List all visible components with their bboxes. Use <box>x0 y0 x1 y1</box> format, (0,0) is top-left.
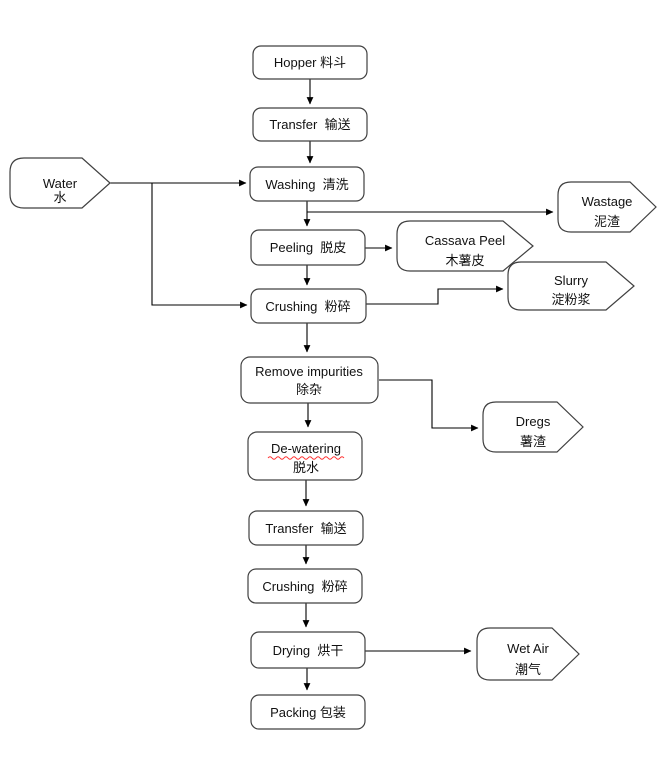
water-label-en: Water <box>43 176 78 191</box>
drying-box <box>250 631 366 669</box>
node-packing: Packing 包装 <box>250 694 366 730</box>
packing-label: Packing 包装 <box>270 705 346 720</box>
arrow-crushing1-to-slurry <box>366 285 504 305</box>
wet-air-hexagon <box>476 627 580 681</box>
transfer1-label: Transfer 输送 <box>269 117 350 132</box>
transfer2-box <box>248 510 364 546</box>
crushing1-label: Crushing 粉碎 <box>265 299 350 314</box>
cassava-peel-hexagon <box>396 220 534 272</box>
node-hopper: Hopper 料斗 <box>252 45 368 80</box>
node-dregs: Dregs 薯渣 <box>482 401 584 453</box>
packing-box <box>250 694 366 730</box>
dewatering-label-cn: 脱水 <box>293 460 319 475</box>
node-cassava-peel: Cassava Peel 木薯皮 <box>396 220 534 272</box>
slurry-hexagon <box>507 261 635 311</box>
dregs-label-cn: 薯渣 <box>520 434 546 449</box>
crushing2-box <box>247 568 363 604</box>
wastage-label-en: Wastage <box>582 194 633 209</box>
node-wastage: Wastage 泥渣 <box>557 181 657 233</box>
node-water: Water 水 <box>9 157 111 209</box>
wastage-label-cn: 泥渣 <box>594 214 620 229</box>
wastage-hexagon <box>557 181 657 233</box>
hopper-label: Hopper 料斗 <box>274 55 346 70</box>
node-dewatering: De-watering 脱水 <box>247 431 363 481</box>
wet-air-label-cn: 潮气 <box>515 662 541 677</box>
washing-box <box>249 166 365 202</box>
arrow-water-to-crushing1 <box>151 183 248 309</box>
slurry-label-en: Slurry <box>554 273 588 288</box>
slurry-label-cn: 淀粉浆 <box>551 292 590 307</box>
peeling-label: Peeling 脱皮 <box>270 240 347 255</box>
transfer1-box <box>252 107 368 142</box>
remove-impurities-box <box>240 356 379 404</box>
remove-impurities-label-cn: 除杂 <box>296 382 322 397</box>
crushing2-label: Crushing 粉碎 <box>262 579 347 594</box>
hopper-box <box>252 45 368 80</box>
wet-air-label-en: Wet Air <box>507 641 549 656</box>
node-drying: Drying 烘干 <box>250 631 366 669</box>
remove-impurities-label-en: Remove impurities <box>255 364 363 379</box>
node-slurry: Slurry 淀粉浆 <box>507 261 635 311</box>
node-washing: Washing 清洗 <box>249 166 365 202</box>
node-remove-impurities: Remove impurities 除杂 <box>240 356 379 404</box>
cassava-peel-label-en: Cassava Peel <box>425 233 505 248</box>
transfer2-label: Transfer 输送 <box>265 521 346 536</box>
connectors <box>110 79 554 691</box>
cassava-peel-label-cn: 木薯皮 <box>445 253 484 268</box>
arrow-remove-impurities-to-dregs <box>379 379 479 432</box>
water-label-cn: 水 <box>53 190 66 205</box>
crushing1-box <box>250 288 367 324</box>
water-hexagon <box>9 157 111 209</box>
node-crushing-1: Crushing 粉碎 <box>250 288 367 324</box>
drying-label: Drying 烘干 <box>273 643 344 658</box>
dewatering-box <box>247 431 363 481</box>
dregs-hexagon <box>482 401 584 453</box>
peeling-box <box>250 229 366 266</box>
node-transfer-1: Transfer 输送 <box>252 107 368 142</box>
node-transfer-2: Transfer 输送 <box>248 510 364 546</box>
washing-label: Washing 清洗 <box>265 177 348 192</box>
node-crushing-2: Crushing 粉碎 <box>247 568 363 604</box>
node-wet-air: Wet Air 潮气 <box>476 627 580 681</box>
node-peeling: Peeling 脱皮 <box>250 229 366 266</box>
dewatering-label-en: De-watering <box>271 441 341 456</box>
dregs-label-en: Dregs <box>516 414 551 429</box>
spellcheck-underline <box>267 456 345 460</box>
